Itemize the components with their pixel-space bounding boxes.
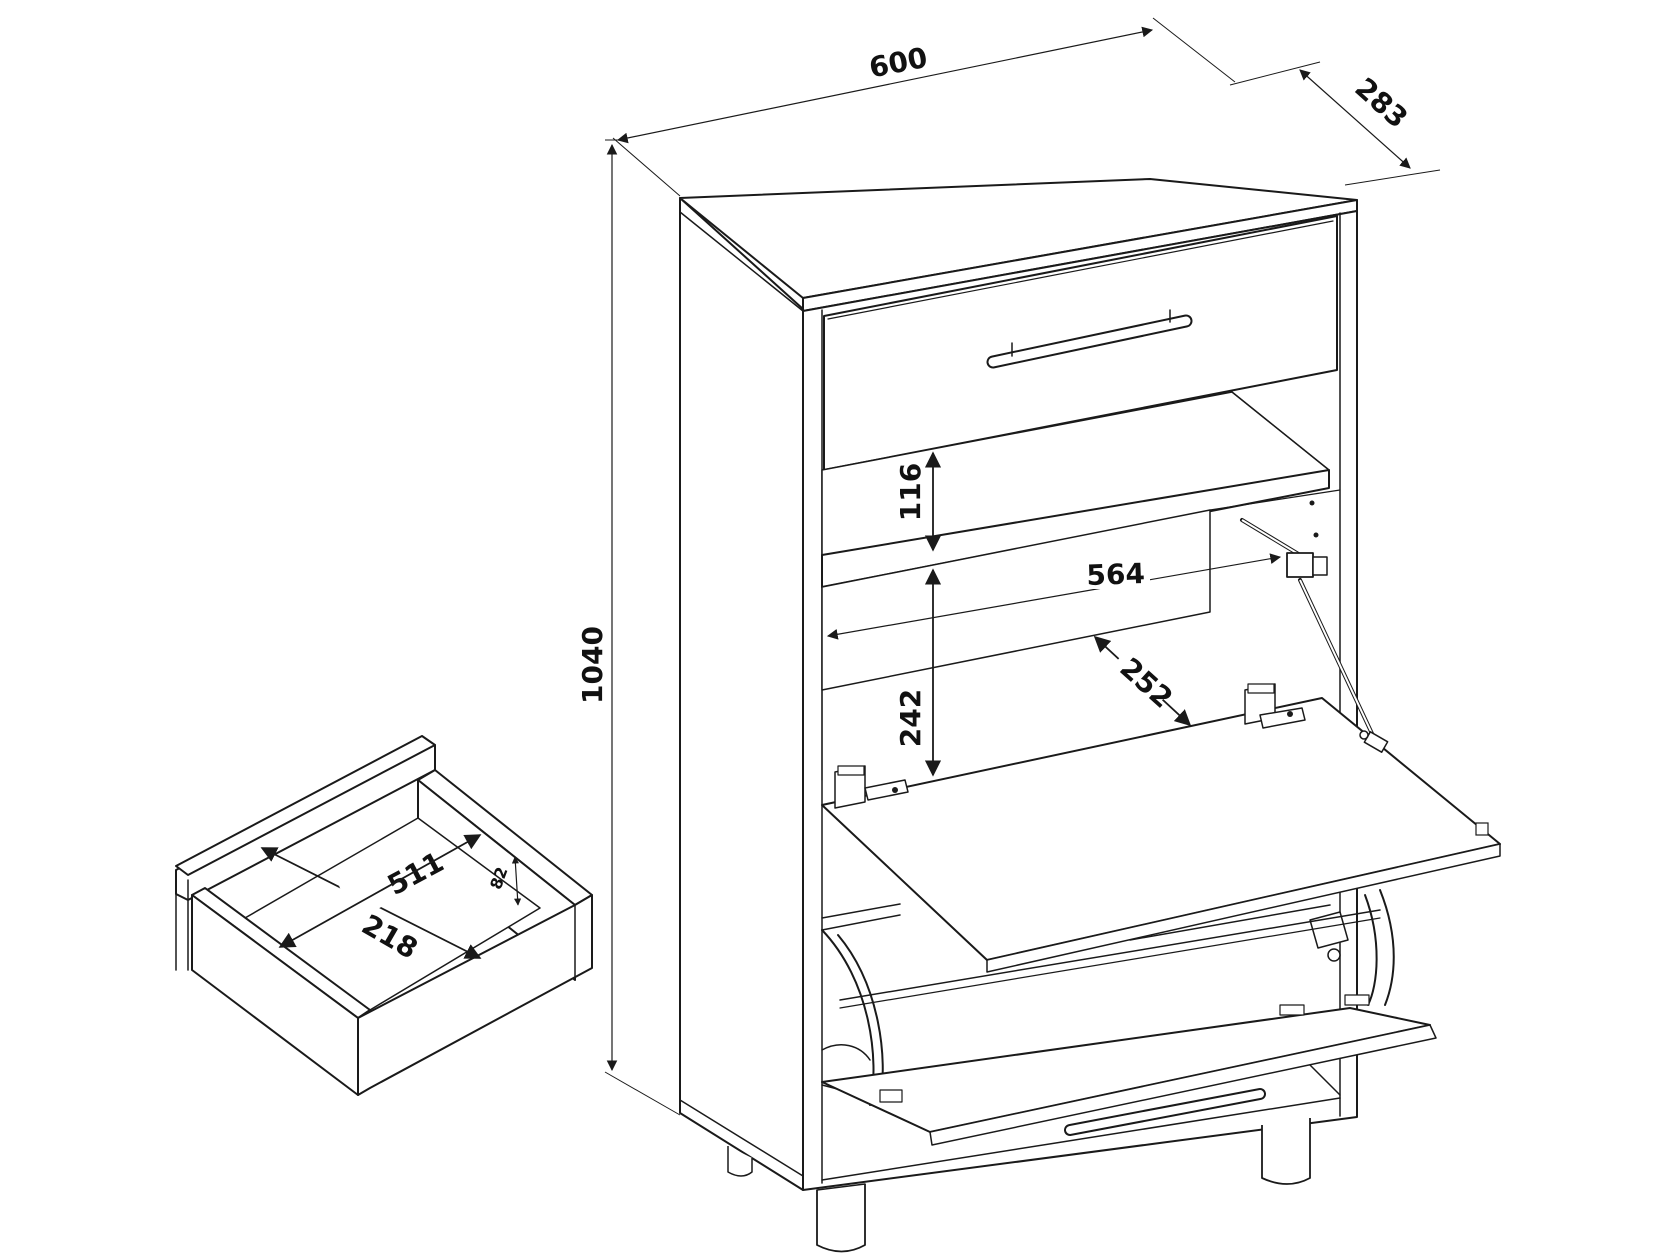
dim-label-inner-width: 564 [1086, 557, 1146, 592]
lower-shoe-flap-edge [929, 1024, 1437, 1146]
dimension-inner-width: 564 [826, 553, 1282, 640]
dimension-height: 1040 [576, 139, 681, 1116]
dim-label-depth: 283 [1349, 71, 1415, 135]
dim-label-drawer-opening: 116 [894, 463, 927, 521]
hinge-icon [1279, 1004, 1305, 1016]
cabinet-foot-icon [1261, 1118, 1311, 1185]
stay-arm-icon [1240, 518, 1389, 753]
dimension-depth: 283 [1229, 61, 1441, 186]
dimension-drawer-opening: 116 [894, 451, 942, 552]
drawer-detail [175, 735, 593, 1096]
cabinet-foot-icon [816, 1183, 866, 1253]
dim-label-compartment-height: 242 [894, 689, 927, 747]
cabinet-foot-icon [727, 1146, 753, 1177]
drawer-back-top [175, 735, 436, 876]
upper-shoe-flap-edge [986, 843, 1501, 973]
hinge-icon [834, 765, 909, 809]
lower-handle-icon [1064, 1088, 1266, 1136]
hinge-icon [1344, 994, 1370, 1006]
hinge-icon [1244, 683, 1306, 729]
cabinet-left-side [679, 197, 804, 1191]
dimension-width: 600 [612, 17, 1236, 197]
dimension-compartment-height: 242 [894, 568, 942, 777]
hinge-icon [879, 1089, 903, 1103]
dim-label-height: 1040 [576, 626, 609, 704]
cabinet [679, 178, 1501, 1253]
drawer-handle-icon [986, 309, 1193, 369]
